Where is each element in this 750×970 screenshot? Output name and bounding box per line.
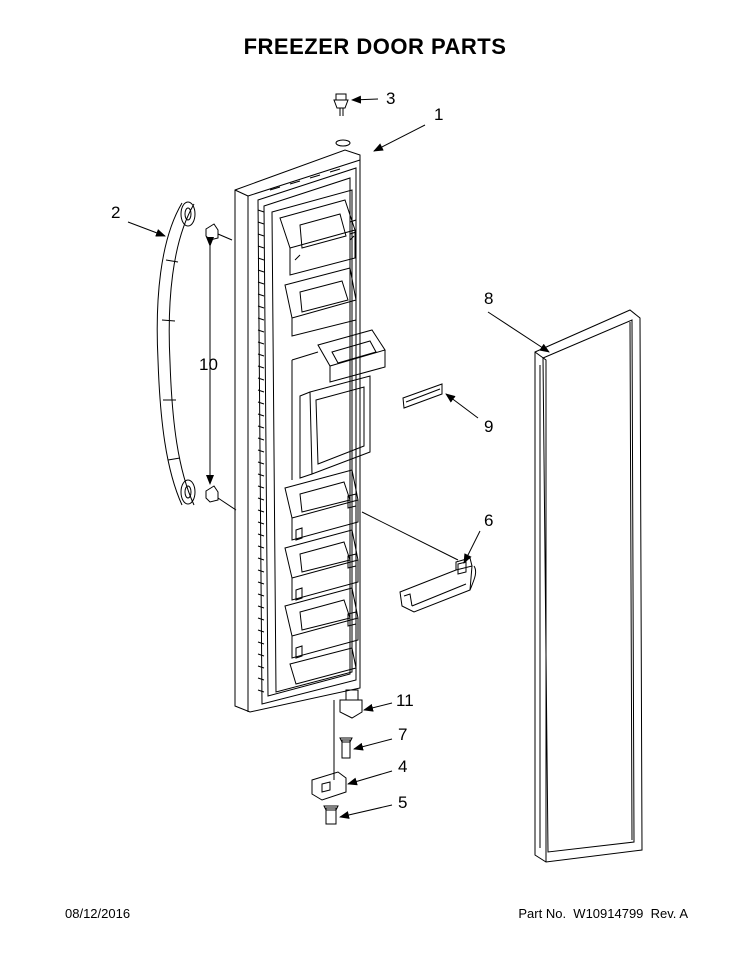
callout-7: 7	[398, 725, 407, 744]
door-bin	[361, 511, 477, 613]
footer-part-number: Part No. W10914799 Rev. A	[518, 906, 688, 921]
door-handle	[156, 201, 196, 506]
callout-1: 1	[434, 105, 443, 124]
top-hinge-pin	[333, 93, 349, 116]
lower-hinge	[311, 689, 363, 825]
revision: Rev. A	[650, 906, 688, 921]
callout-4: 4	[398, 757, 407, 776]
freezer-door	[234, 139, 386, 713]
callout-9: 9	[484, 417, 493, 436]
callout-3: 3	[386, 89, 395, 108]
callout-2: 2	[111, 203, 120, 222]
shelf-trim	[402, 383, 443, 409]
leader-lines	[127, 95, 550, 819]
callout-10: 10	[199, 355, 218, 374]
footer-date: 08/12/2016	[65, 906, 131, 921]
callout-8: 8	[484, 289, 493, 308]
callouts: 3 1 2 10 8 9 6 11 7 4 5	[111, 89, 493, 812]
callout-6: 6	[484, 511, 493, 530]
handle-studs	[205, 223, 237, 511]
callout-5: 5	[398, 793, 407, 812]
part-number: W10914799	[573, 906, 644, 921]
page-title: FREEZER DOOR PARTS	[243, 34, 507, 59]
part-label: Part No.	[518, 906, 567, 921]
door-gasket	[534, 309, 643, 863]
callout-11: 11	[396, 691, 414, 710]
